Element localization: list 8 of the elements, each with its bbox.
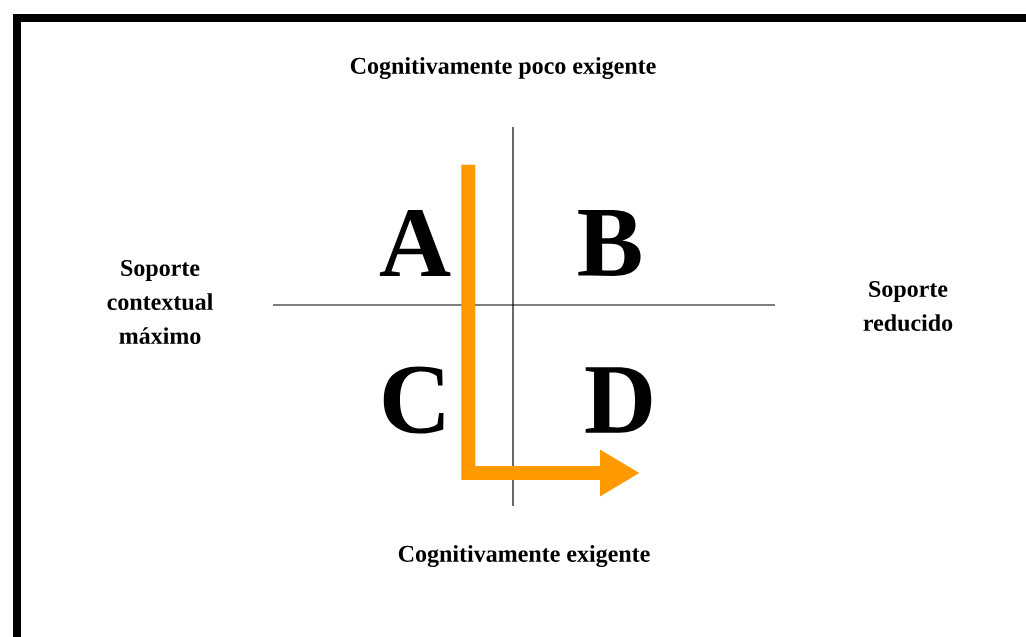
axis-label: Soporte contextual máximo — [107, 259, 213, 345]
axis-label: Cognitivamente poco exigente — [350, 57, 656, 79]
quadrant-letter: C — [383, 366, 444, 434]
quadrant-letter: B — [578, 210, 641, 276]
quadrant-letter: A — [379, 210, 451, 276]
axis-label: Soporte reducido — [863, 280, 953, 332]
axis-label: Cognitivamente exigente — [398, 545, 650, 567]
quadrant-letter: D — [585, 367, 652, 433]
